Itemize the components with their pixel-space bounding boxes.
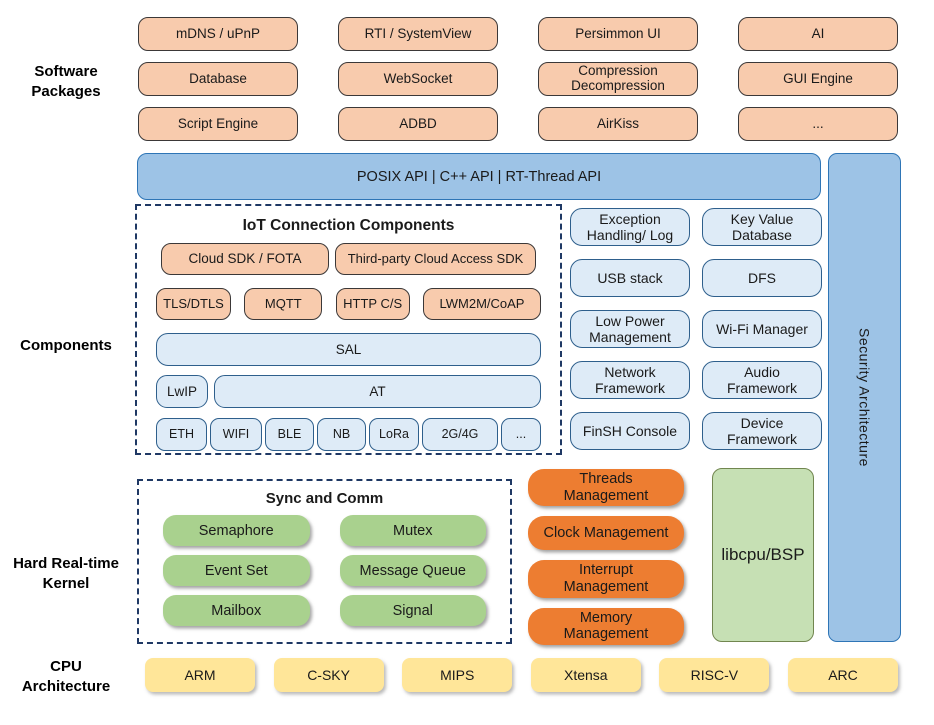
management-box: Interrupt Management — [528, 560, 684, 598]
management-box: Clock Management — [528, 516, 684, 551]
package-box: GUI Engine — [738, 62, 898, 96]
components-grid: Exception Handling/ Log Key Value Databa… — [570, 208, 822, 450]
sal-box: SAL — [156, 333, 541, 366]
package-box: WebSocket — [338, 62, 498, 96]
link-box: BLE — [265, 418, 314, 451]
package-box: mDNS / uPnP — [138, 17, 298, 51]
component-box: DFS — [702, 259, 822, 297]
third-party-sdk-box: Third-party Cloud Access SDK — [335, 243, 536, 275]
component-box: Audio Framework — [702, 361, 822, 399]
package-box: ... — [738, 107, 898, 141]
component-box: USB stack — [570, 259, 690, 297]
component-box: Device Framework — [702, 412, 822, 450]
iot-box-title: IoT Connection Components — [242, 217, 455, 234]
cpu-architecture-row: ARM C-SKY MIPS Xtensa RISC-V ARC — [145, 658, 898, 692]
libcpu-bsp-box: libcpu/BSP — [712, 468, 814, 642]
software-packages-label: Software Packages — [31, 63, 101, 100]
security-architecture-bar: Security Architecture — [828, 153, 901, 642]
package-box: Persimmon UI — [538, 17, 698, 51]
protocol-box: HTTP C/S — [335, 288, 410, 320]
cpu-box: RISC-V — [659, 658, 770, 692]
lwip-box: LwIP — [156, 375, 208, 408]
sync-item-box: Event Set — [163, 555, 310, 586]
component-box: FinSH Console — [570, 412, 690, 450]
components-label: Components — [20, 337, 112, 354]
software-packages-grid: mDNS / uPnP RTI / SystemView Persimmon U… — [138, 17, 898, 141]
cpu-box: C-SKY — [273, 658, 384, 692]
component-box: Low Power Management — [570, 310, 690, 348]
sync-item-box: Mutex — [339, 515, 486, 546]
sync-item-box: Signal — [339, 595, 486, 626]
component-box: Exception Handling/ Log — [570, 208, 690, 246]
management-box: Memory Management — [528, 607, 684, 646]
link-box: WIFI — [210, 418, 262, 451]
cpu-architecture-label: CPU Architecture — [21, 658, 111, 695]
api-bar: POSIX API | C++ API | RT-Thread API — [137, 153, 821, 200]
link-box: ETH — [156, 418, 207, 451]
sync-item-box: Mailbox — [163, 595, 310, 626]
cloud-sdk-box: Cloud SDK / FOTA — [161, 243, 329, 275]
cpu-box: ARC — [787, 658, 898, 692]
link-box: ... — [501, 418, 541, 451]
kernel-management-column: Threads Management Clock Management Inte… — [528, 469, 684, 646]
cpu-box: MIPS — [402, 658, 513, 692]
protocol-box: TLS/DTLS — [156, 288, 231, 320]
component-box: Wi-Fi Manager — [702, 310, 822, 348]
package-box: RTI / SystemView — [338, 17, 498, 51]
management-box: Threads Management — [528, 469, 684, 507]
component-box: Key Value Database — [702, 208, 822, 246]
package-box: AI — [738, 17, 898, 51]
cpu-box: Xtensa — [530, 658, 641, 692]
link-box: LoRa — [369, 418, 419, 451]
component-box: Network Framework — [570, 361, 690, 399]
protocol-box: LWM2M/CoAP — [422, 288, 541, 320]
package-box: Database — [138, 62, 298, 96]
package-box: AirKiss — [538, 107, 698, 141]
protocol-box: MQTT — [244, 288, 323, 320]
sync-box-title: Sync and Comm — [265, 490, 384, 507]
link-box: NB — [317, 418, 366, 451]
kernel-label: Hard Real-time Kernel — [13, 555, 119, 592]
sync-item-box: Semaphore — [163, 515, 310, 546]
package-box: Script Engine — [138, 107, 298, 141]
cpu-box: ARM — [145, 658, 255, 692]
package-box: Compression Decompression — [538, 62, 698, 96]
sync-item-box: Message Queue — [339, 555, 486, 586]
link-box: 2G/4G — [422, 418, 498, 451]
iot-connection-components-box: IoT Connection Components Cloud SDK / FO… — [135, 204, 562, 455]
sync-and-comm-box: Sync and Comm Semaphore Mutex Event Set … — [137, 479, 512, 644]
at-box: AT — [214, 375, 541, 408]
package-box: ADBD — [338, 107, 498, 141]
